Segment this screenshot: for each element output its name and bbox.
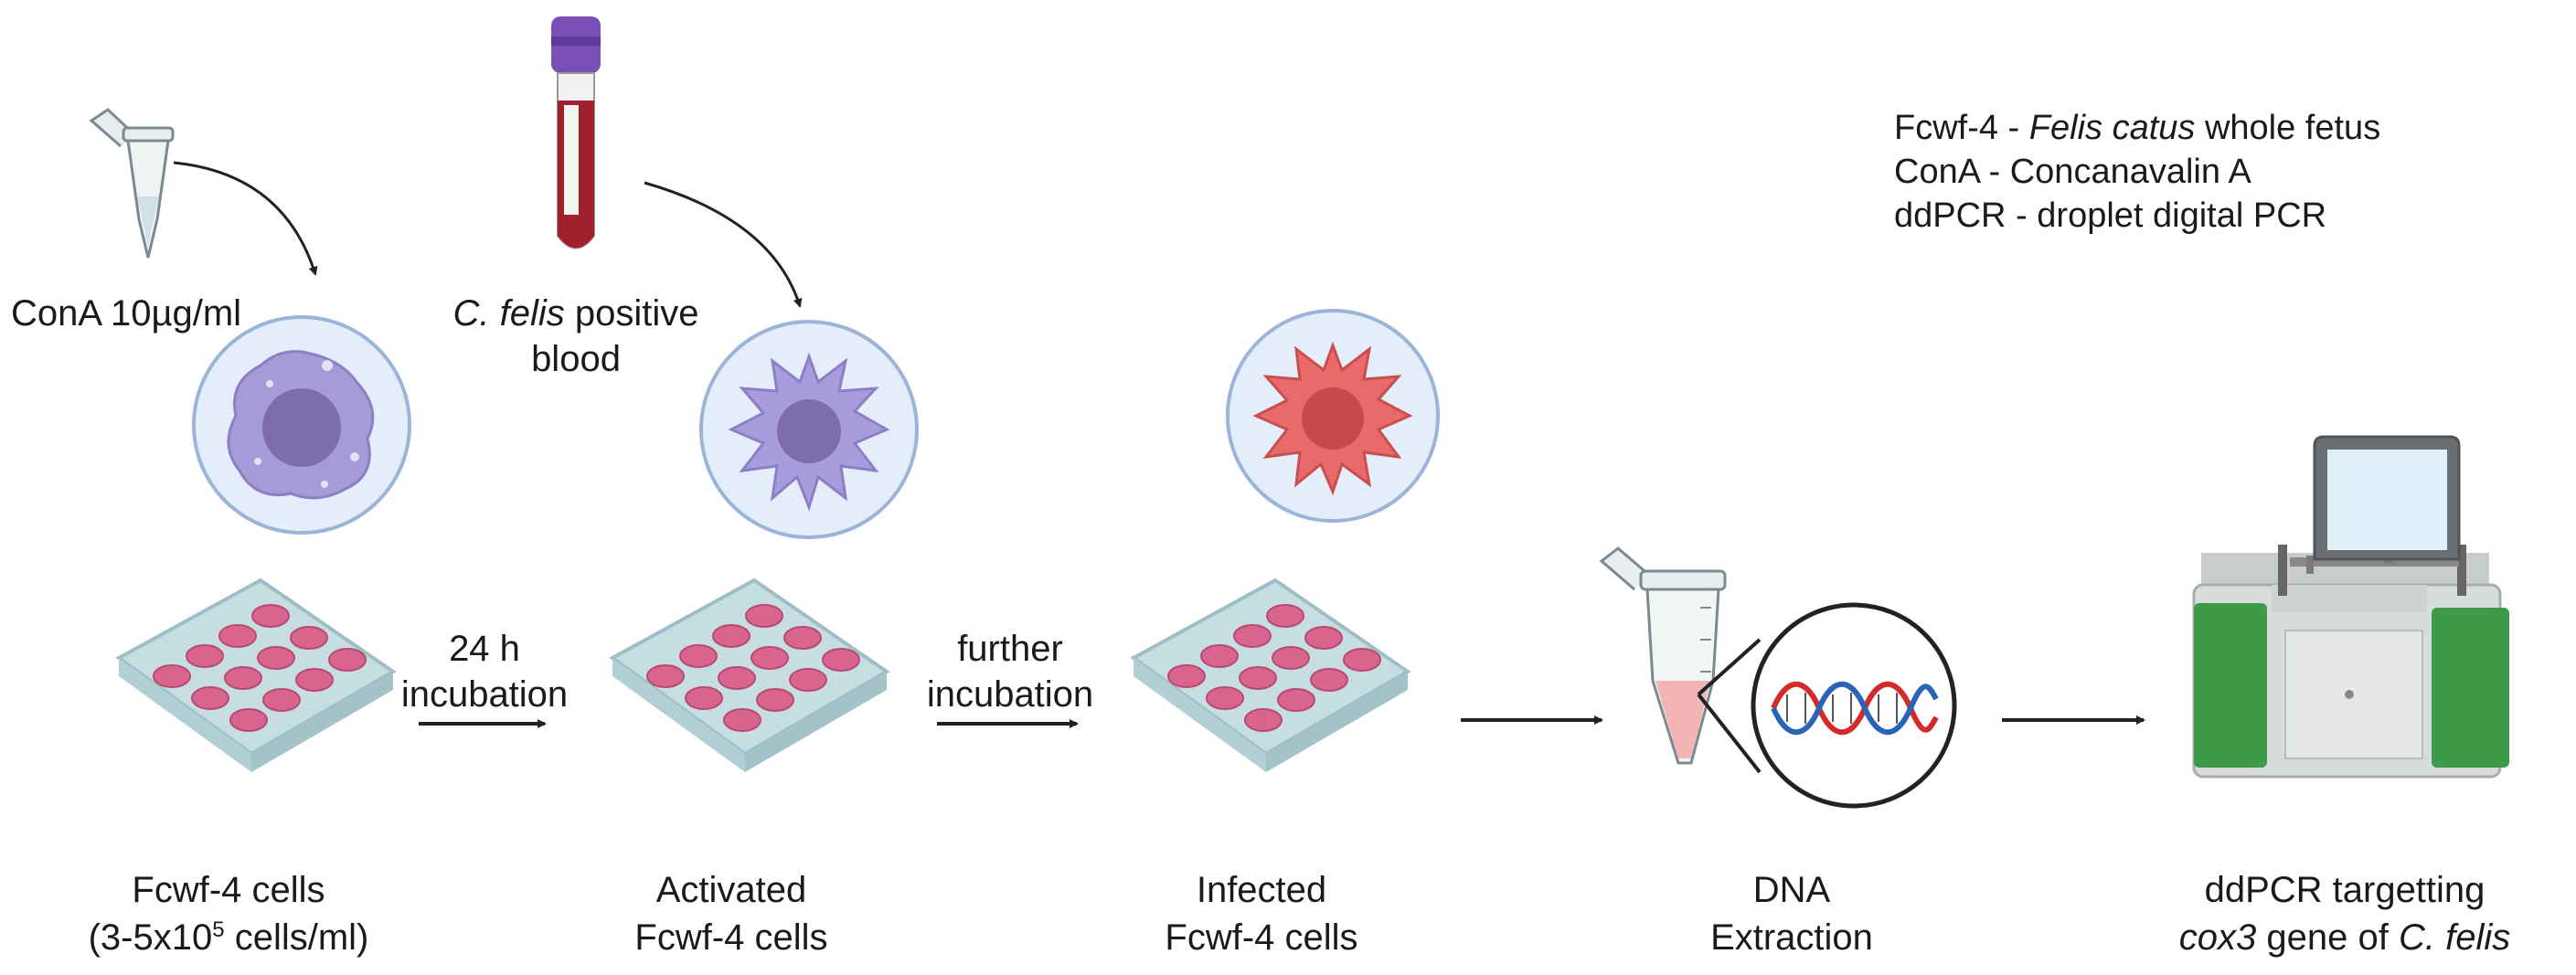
step-4-line1: DNA (1752, 870, 1831, 910)
blood-tube-icon (551, 16, 601, 249)
step-1-conc-post: cells/ml) (224, 917, 369, 958)
step-1-line1: Fcwf-4 cells (132, 870, 325, 910)
step-5-line1: ddPCR targetting (2204, 870, 2486, 910)
abbreviation-legend: Fcwf-4 - Felis catus whole fetus ConA - … (1894, 106, 2380, 238)
step-5-species: C. felis (2398, 917, 2511, 958)
activated-cell-bubble (699, 320, 919, 539)
cona-tube-icon (89, 108, 175, 259)
step-1-conc-pre: (3-5x10 (88, 917, 213, 958)
step-caption-4: DNA Extraction (1645, 866, 1938, 961)
step-3-line2: Fcwf-4 cells (1165, 917, 1358, 958)
step-5-line2: cox3 gene of C. felis (2130, 914, 2560, 961)
ddpcr-machine-icon (2192, 435, 2509, 779)
step-4-line2: Extraction (1710, 917, 1873, 958)
legend-italic-fcwf: Felis catus (2028, 109, 2196, 147)
legend-row-fcwf: Fcwf-4 - Felis catus whole fetus (1894, 106, 2380, 150)
legend-rest-ddpcr: droplet digital PCR (2037, 196, 2327, 235)
legend-rest-cona: Concanavalin A (2009, 153, 2251, 191)
legend-abbr-cona: ConA - (1894, 153, 2010, 191)
step-3-line1: Infected (1196, 870, 1327, 910)
dna-strand-blue (1771, 681, 1939, 736)
blood-label-line2: blood (531, 339, 621, 379)
resting-cell-bubble (192, 315, 411, 535)
blood-label-italic: C. felis (452, 293, 565, 334)
step-1-conc-exp: 5 (212, 917, 225, 942)
arrow-2-line1: further (957, 629, 1063, 669)
blood-label: C. felis positive blood (411, 291, 740, 382)
step-2-line2: Fcwf-4 cells (634, 917, 828, 958)
step-2-line1: Activated (655, 870, 807, 910)
blood-label-rest: positive (574, 293, 699, 334)
legend-abbr-fcwf: Fcwf-4 - (1894, 109, 2029, 147)
legend-abbr-ddpcr: ddPCR - (1894, 196, 2038, 235)
step-5-mid: gene of (2256, 917, 2399, 958)
step-caption-5: ddPCR targetting cox3 gene of C. felis (2130, 866, 2560, 961)
infected-cell-bubble (1226, 309, 1440, 523)
extraction-tube-icon (1599, 546, 1727, 765)
step-5-gene: cox3 (2178, 917, 2257, 958)
arrow-2-label: further incubation (914, 626, 1106, 717)
arrow-1-label: 24 h incubation (393, 626, 576, 717)
step-caption-2: Activated Fcwf-4 cells (558, 866, 905, 961)
dna-magnifier (1697, 602, 1957, 809)
well-plate-2 (609, 578, 890, 772)
well-plate-3 (1130, 578, 1411, 772)
well-plate-1 (115, 578, 397, 772)
legend-row-ddpcr: ddPCR - droplet digital PCR (1894, 194, 2380, 238)
arrow-1-line2: incubation (400, 674, 569, 715)
arrow-1-line1: 24 h (449, 629, 520, 669)
step-caption-1: Fcwf-4 cells (3-5x105 cells/ml) (37, 866, 420, 961)
blood-curve-arrow (644, 181, 803, 308)
legend-row-cona: ConA - Concanavalin A (1894, 150, 2380, 194)
legend-rest-fcwf: whole fetus (2195, 109, 2381, 147)
step-1-line2: (3-5x105 cells/ml) (37, 914, 420, 961)
blood-label-line1: C. felis positive (411, 291, 740, 336)
arrow-2-line2: incubation (926, 674, 1094, 715)
step-caption-3: Infected Fcwf-4 cells (1088, 866, 1435, 961)
cona-label: ConA 10µg/ml (11, 291, 241, 336)
cona-label-text: ConA 10µg/ml (11, 293, 242, 334)
cona-curve-arrow (173, 161, 318, 276)
